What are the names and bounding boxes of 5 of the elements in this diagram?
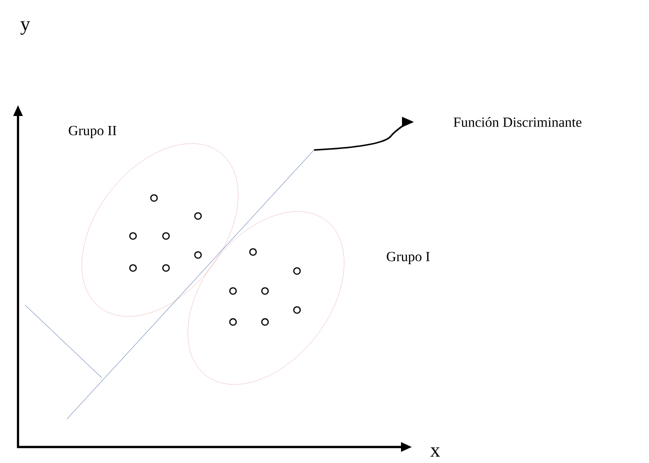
- group-label: Grupo I: [386, 252, 430, 264]
- discriminant-line: [66, 150, 314, 420]
- axis-label: x: [430, 447, 440, 457]
- axis-label: y: [20, 21, 30, 35]
- annotation-text: Función Discriminante: [454, 117, 582, 127]
